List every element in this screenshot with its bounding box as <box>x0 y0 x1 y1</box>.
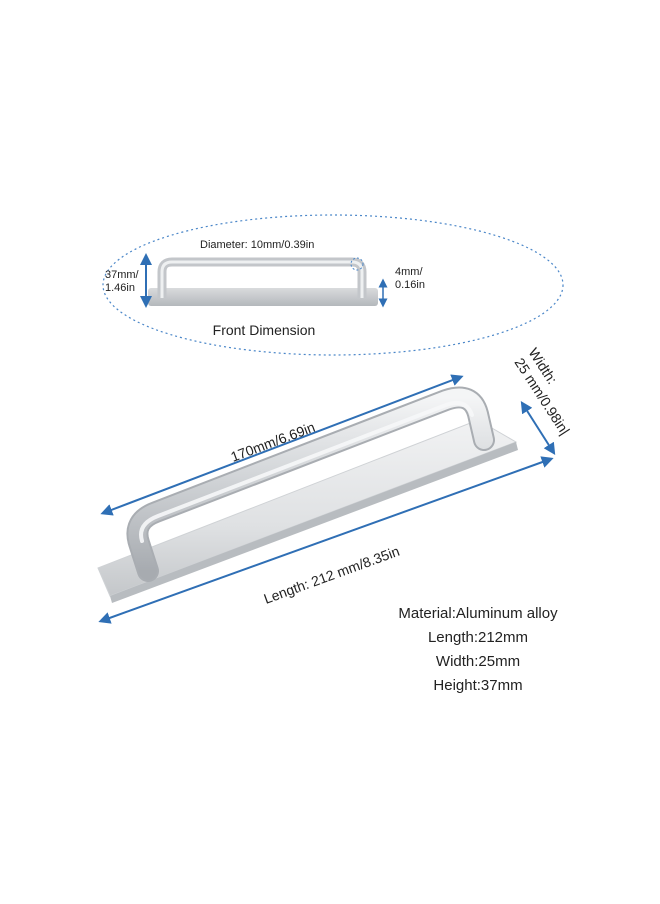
height-label-line1: 37mm/ <box>105 269 140 281</box>
spec-material: Material:Aluminum alloy <box>398 605 558 622</box>
spec-length: Length:212mm <box>427 629 529 646</box>
front-dimension-inset: Diameter: 10mm/0.39in 37mm/ 1.46in 4mm/ … <box>102 214 564 356</box>
main-handle-view: 170mm/6.69in Length: 212 mm/8.35in Width… <box>97 345 573 624</box>
diameter-marker <box>350 257 364 271</box>
thickness-label-line2: 0.16in <box>395 279 425 291</box>
front-dimension-caption: Front Dimension <box>213 322 316 338</box>
diameter-label: Diameter: 10mm/0.39in <box>200 239 314 251</box>
front-handle-plate <box>148 288 378 306</box>
thickness-label-line1: 4mm/ <box>395 266 423 278</box>
spec-height: Height:37mm <box>433 677 523 694</box>
width-arrow <box>520 400 556 456</box>
dotted-ellipse-outline <box>102 214 564 356</box>
length-arrow <box>98 456 554 624</box>
height-label-line2: 1.46in <box>105 282 135 294</box>
spec-width: Width:25mm <box>435 653 521 670</box>
length-label: Length: 212 mm/8.35in <box>262 543 402 607</box>
